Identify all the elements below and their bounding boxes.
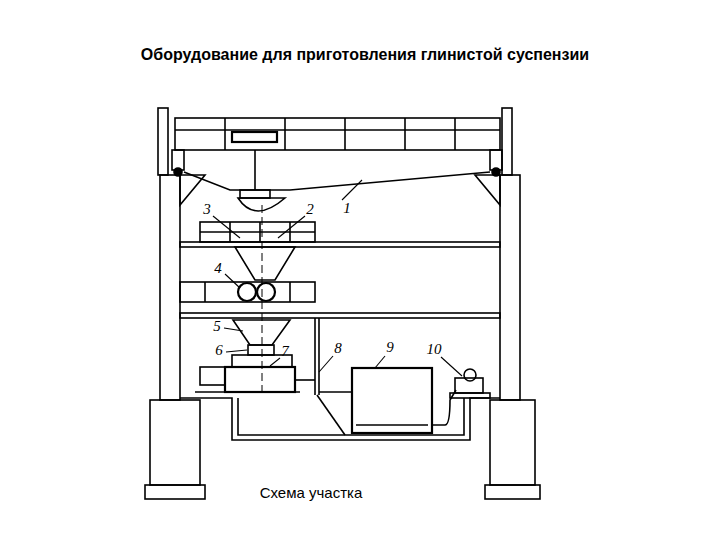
- drawing-part: [160, 175, 180, 400]
- callout-number: 8: [334, 340, 342, 357]
- drawing-part: [278, 216, 305, 238]
- drawing-part: [475, 175, 500, 205]
- drawing-part: [318, 318, 320, 395]
- drawing-part: [259, 222, 261, 242]
- drawing-part: [450, 393, 490, 398]
- diagram-title: Оборудование для приготовления глинистой…: [141, 46, 589, 64]
- tank-and-pump: [352, 368, 490, 433]
- drawing-part: [490, 150, 502, 170]
- drawing-part: [314, 318, 316, 395]
- drawing-part: [257, 283, 275, 301]
- drawing-part: [248, 345, 274, 355]
- drawing-part: [229, 222, 231, 242]
- drawing-part: [295, 379, 315, 381]
- drawing-part: [180, 313, 500, 318]
- drawing-part: [225, 367, 295, 392]
- pipe-and-pit: [180, 318, 500, 440]
- drawing-part: [225, 274, 240, 288]
- drawing-part: [404, 118, 406, 150]
- roll-crusher: [180, 282, 315, 302]
- drawing-part: [235, 247, 295, 280]
- drawing-part: [319, 391, 352, 393]
- drawing-part: [342, 180, 362, 200]
- drawing-part: [180, 282, 315, 302]
- drawing-part: [289, 282, 291, 302]
- mixer-floor: [180, 205, 500, 395]
- drawing-part: [289, 222, 291, 242]
- drawing-part: [204, 282, 206, 302]
- drawing-part: [172, 150, 184, 170]
- overhead-crane: [172, 118, 502, 211]
- drawing-part: [464, 369, 476, 381]
- bunker-floor: [180, 222, 500, 280]
- drawing-part: [254, 150, 256, 190]
- drawing-part: [441, 357, 462, 376]
- drawing-part: [490, 400, 535, 485]
- drawing-part: [175, 129, 500, 131]
- drawing-part: [352, 368, 432, 433]
- drawing-part: [232, 132, 277, 142]
- callout-number: 9: [386, 339, 394, 356]
- drawing-part: [175, 118, 500, 150]
- callout-number: 4: [214, 260, 222, 277]
- drawing-part: [284, 118, 286, 150]
- drawing-part: [500, 175, 520, 400]
- drawing-part: [502, 108, 512, 175]
- drawing-part: [492, 168, 500, 176]
- drawing-part: [226, 350, 247, 352]
- drawing-part: [224, 118, 226, 150]
- drawing-part: [200, 367, 225, 385]
- drawing-part: [238, 283, 256, 301]
- drawing-part: [195, 391, 300, 393]
- drawing-part: [356, 424, 428, 426]
- callout-number: 3: [203, 201, 211, 218]
- callout-number: 2: [306, 201, 314, 218]
- drawing-part: [200, 222, 315, 242]
- drawing-part: [180, 398, 500, 440]
- drawing-part: [262, 205, 263, 395]
- drawing-part: [213, 216, 240, 238]
- drawing-part: [150, 400, 200, 485]
- drawing-part: [270, 358, 280, 366]
- drawing-part: [454, 118, 456, 150]
- drawing-part: [375, 356, 385, 368]
- drawing-part: [174, 168, 182, 176]
- callout-number: 5: [213, 318, 221, 335]
- diagram-caption: Схема участка: [260, 485, 363, 502]
- drawing-part: [344, 118, 346, 150]
- drawing-part: [200, 231, 315, 233]
- drawing-part: [158, 108, 168, 175]
- leader-lines: [213, 180, 462, 376]
- right-column: [475, 108, 540, 499]
- drawing-part: [145, 485, 205, 499]
- callout-number: 6: [215, 342, 223, 359]
- drawing-part: [485, 485, 540, 499]
- drawing-part: [317, 395, 345, 435]
- callout-number: 1: [343, 200, 351, 217]
- drawing-part: [319, 356, 333, 372]
- callout-number: 7: [281, 343, 289, 360]
- drawing-part: [240, 190, 270, 198]
- drawing-part: [224, 328, 243, 331]
- callout-number: 10: [427, 341, 442, 358]
- drawing-part: [184, 172, 490, 190]
- drawing-part: [432, 390, 456, 425]
- left-column: [145, 108, 205, 499]
